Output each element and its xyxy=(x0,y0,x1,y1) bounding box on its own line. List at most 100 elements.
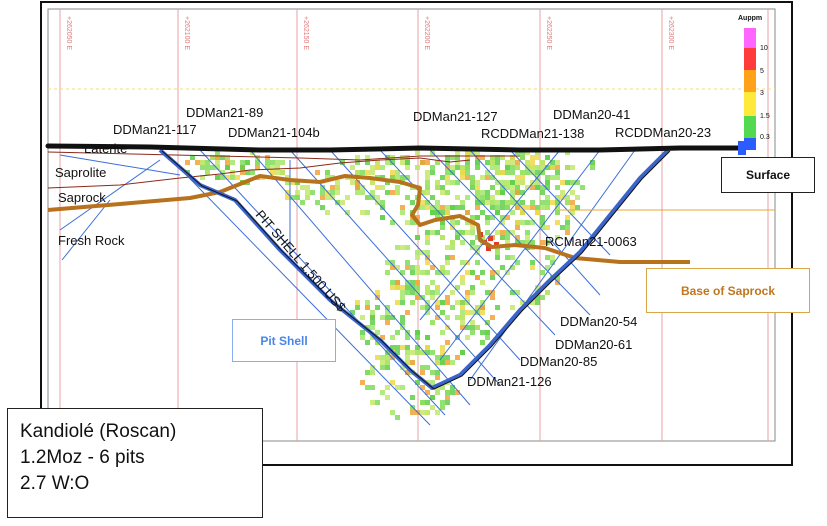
grade-block xyxy=(405,350,410,355)
grade-block xyxy=(475,235,480,240)
grade-block xyxy=(240,160,245,165)
base-of-saprock-line xyxy=(47,174,690,264)
grade-block xyxy=(460,260,465,265)
rock-unit-saprolite: Saprolite xyxy=(55,165,106,180)
grade-block xyxy=(490,295,495,300)
grade-block xyxy=(365,305,370,310)
grade-block xyxy=(455,160,460,165)
grade-block xyxy=(550,160,555,165)
grade-block xyxy=(425,205,430,210)
grade-block xyxy=(390,265,395,270)
grade-block xyxy=(395,350,400,355)
grade-block xyxy=(430,195,435,200)
grade-block xyxy=(545,265,550,270)
legend-tick-label: 1.5 xyxy=(760,113,770,120)
grade-block xyxy=(360,170,365,175)
grade-block xyxy=(390,345,395,350)
grade-block xyxy=(220,155,225,160)
drill-hole-label: DDMan20-41 xyxy=(553,107,630,122)
grade-block xyxy=(555,175,560,180)
grade-block xyxy=(530,160,535,165)
grade-block-model xyxy=(185,150,595,420)
grade-block xyxy=(525,205,530,210)
grade-block xyxy=(405,165,410,170)
grade-block xyxy=(450,245,455,250)
grade-block xyxy=(380,360,385,365)
grade-block xyxy=(485,190,490,195)
grade-block xyxy=(465,295,470,300)
grade-block xyxy=(485,320,490,325)
grade-block xyxy=(470,225,475,230)
grade-block xyxy=(450,360,455,365)
grade-block xyxy=(400,295,405,300)
grade-block xyxy=(370,385,375,390)
grade-block xyxy=(490,155,495,160)
grade-legend: Auppm 10 5 3 1.5 0.3 xyxy=(738,15,770,150)
grade-block xyxy=(455,235,460,240)
grade-block xyxy=(440,225,445,230)
grade-block xyxy=(500,205,505,210)
grade-block xyxy=(400,290,405,295)
grade-block xyxy=(425,285,430,290)
grade-block xyxy=(470,240,475,245)
grade-block xyxy=(365,155,370,160)
grade-block xyxy=(550,175,555,180)
grade-block xyxy=(490,175,495,180)
grade-block xyxy=(445,255,450,260)
grade-block xyxy=(555,205,560,210)
grade-block xyxy=(300,185,305,190)
grade-block xyxy=(390,380,395,385)
grade-block xyxy=(365,160,370,165)
grade-block xyxy=(415,350,420,355)
grade-block xyxy=(535,295,540,300)
grade-block xyxy=(460,170,465,175)
grade-block xyxy=(505,215,510,220)
grade-block xyxy=(460,315,465,320)
grade-block xyxy=(420,160,425,165)
grade-block xyxy=(430,350,435,355)
grade-block xyxy=(530,205,535,210)
grade-block xyxy=(435,305,440,310)
grade-block xyxy=(215,155,220,160)
grade-block xyxy=(500,220,505,225)
grade-block xyxy=(555,195,560,200)
drill-trace xyxy=(249,149,471,406)
grade-block xyxy=(425,390,430,395)
grade-block xyxy=(440,300,445,305)
grade-block xyxy=(435,370,440,375)
grade-block xyxy=(565,230,570,235)
grade-block xyxy=(375,290,380,295)
grade-block xyxy=(570,200,575,205)
grade-block xyxy=(400,205,405,210)
grade-block xyxy=(360,330,365,335)
grade-block xyxy=(525,185,530,190)
grade-block xyxy=(575,180,580,185)
grade-block xyxy=(540,225,545,230)
grade-block xyxy=(435,290,440,295)
drill-hole-label: DDMan20-54 xyxy=(560,314,637,329)
grade-block xyxy=(440,190,445,195)
grade-block xyxy=(500,185,505,190)
grade-block xyxy=(440,385,445,390)
grade-block xyxy=(555,235,560,240)
base-of-saprock-callout-label: Base of Saprock xyxy=(680,283,776,298)
grade-block xyxy=(525,165,530,170)
grade-block xyxy=(400,175,405,180)
grade-block xyxy=(205,170,210,175)
grade-block xyxy=(530,265,535,270)
grade-block xyxy=(405,310,410,315)
grade-block xyxy=(465,210,470,215)
grade-block xyxy=(430,395,435,400)
grade-block xyxy=(565,165,570,170)
grade-block xyxy=(525,160,530,165)
grade-block xyxy=(445,270,450,275)
grade-block xyxy=(465,230,470,235)
grade-block xyxy=(510,165,515,170)
grade-block xyxy=(225,165,230,170)
grade-block xyxy=(505,255,510,260)
grade-block xyxy=(240,170,245,175)
grade-block xyxy=(405,195,410,200)
grade-block xyxy=(525,150,530,155)
grade-block xyxy=(460,310,465,315)
grade-block xyxy=(270,165,275,170)
